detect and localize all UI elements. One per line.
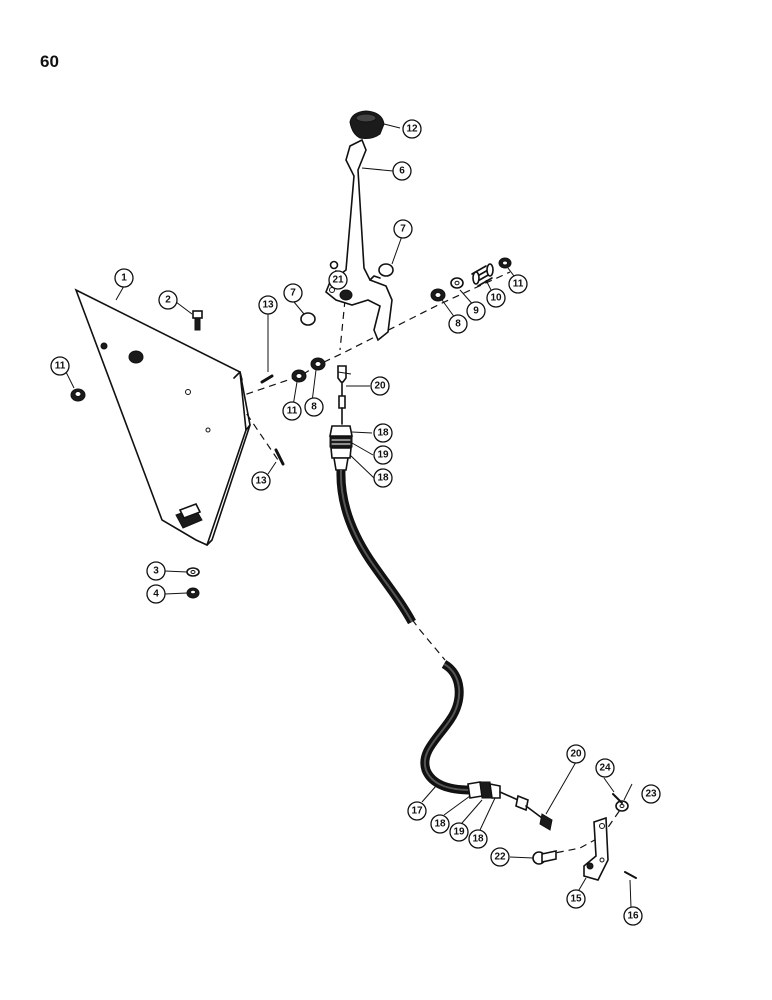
svg-text:13: 13 (255, 476, 267, 487)
cable-housing-lower (420, 660, 471, 795)
callout-10: 10 (486, 288, 506, 308)
svg-text:11: 11 (55, 361, 66, 372)
svg-text:11: 11 (287, 406, 298, 417)
callout-7-upper: 7 (393, 219, 413, 239)
svg-text:6: 6 (399, 166, 405, 177)
callout-11-right: 11 (508, 274, 528, 294)
callout-17: 17 (407, 801, 427, 821)
callout-13-upper: 13 (258, 295, 278, 315)
svg-text:16: 16 (627, 911, 639, 922)
clevis-pin (532, 850, 557, 865)
callout-18-upper-2: 18 (373, 468, 393, 488)
callout-8-left: 8 (304, 397, 324, 417)
callout-13-lower: 13 (251, 471, 271, 491)
svg-text:17: 17 (411, 806, 423, 817)
leader-lines (63, 123, 633, 909)
svg-text:8: 8 (455, 319, 461, 330)
nut-left (70, 388, 86, 402)
callout-19-upper: 19 (373, 445, 393, 465)
cable-fittings-upper (329, 425, 353, 471)
callout-6: 6 (392, 161, 412, 181)
svg-text:7: 7 (400, 224, 406, 235)
detent-ball (329, 260, 339, 270)
callout-23: 23 (641, 784, 661, 804)
svg-text:20: 20 (374, 381, 386, 392)
callout-4: 4 (146, 584, 166, 604)
pivot-hardware-left (291, 357, 326, 383)
callout-12: 12 (402, 119, 422, 139)
callout-20-upper: 20 (370, 376, 390, 396)
callout-8-right: 8 (448, 314, 468, 334)
svg-text:13: 13 (262, 300, 274, 311)
callout-15: 15 (566, 889, 586, 909)
callout-16: 16 (623, 906, 643, 926)
svg-text:22: 22 (494, 852, 506, 863)
svg-text:10: 10 (490, 293, 502, 304)
washer-and-nut (186, 567, 200, 599)
cable-fittings-lower (467, 781, 519, 801)
page-number: 60 (40, 52, 59, 71)
callout-18-lower: 18 (430, 814, 450, 834)
svg-text:18: 18 (472, 834, 484, 845)
lever-knob (349, 110, 385, 139)
svg-text:1: 1 (121, 273, 127, 284)
cable-clevis-lower (515, 794, 553, 831)
callout-20-lower: 20 (566, 744, 586, 764)
svg-text:23: 23 (645, 789, 657, 800)
assembly-lines (234, 271, 621, 856)
mounting-plate (74, 288, 251, 547)
lever-bracket (583, 816, 609, 881)
callout-21: 21 (328, 270, 348, 290)
bolt (192, 310, 203, 331)
washer (615, 800, 629, 812)
callout-11-left: 11 (50, 356, 70, 376)
svg-text:7: 7 (290, 288, 296, 299)
callout-7-lower: 7 (283, 283, 303, 303)
bushings (300, 263, 394, 326)
callout-11-center: 11 (282, 401, 302, 421)
svg-text:2: 2 (165, 295, 171, 306)
cotter-pin-lower (624, 871, 637, 879)
svg-text:19: 19 (377, 450, 389, 461)
spring-pins (260, 374, 285, 466)
callout-22: 22 (490, 847, 510, 867)
svg-text:20: 20 (570, 749, 582, 760)
callout-3: 3 (146, 561, 166, 581)
svg-text:3: 3 (153, 566, 159, 577)
svg-text:18: 18 (377, 473, 389, 484)
svg-text:18: 18 (434, 819, 446, 830)
callout-18-upper: 18 (373, 423, 393, 443)
svg-text:8: 8 (311, 402, 317, 413)
callout-1: 1 (114, 268, 134, 288)
svg-text:11: 11 (513, 279, 524, 290)
callout-24: 24 (595, 758, 615, 778)
svg-text:21: 21 (332, 275, 344, 286)
callout-9: 9 (466, 301, 486, 321)
svg-text:12: 12 (406, 124, 418, 135)
cable-housing-upper (336, 469, 416, 625)
callout-18-lower-2: 18 (468, 829, 488, 849)
cotter-pin-upper (612, 793, 623, 804)
svg-text:15: 15 (570, 894, 582, 905)
svg-text:9: 9 (473, 306, 479, 317)
cable-clevis-upper (337, 365, 347, 425)
svg-text:18: 18 (377, 428, 389, 439)
callout-2: 2 (158, 290, 178, 310)
svg-text:19: 19 (453, 827, 465, 838)
pivot-hardware-right (430, 257, 512, 302)
callout-19-lower: 19 (449, 822, 469, 842)
svg-text:24: 24 (599, 763, 611, 774)
svg-text:4: 4 (153, 589, 159, 600)
